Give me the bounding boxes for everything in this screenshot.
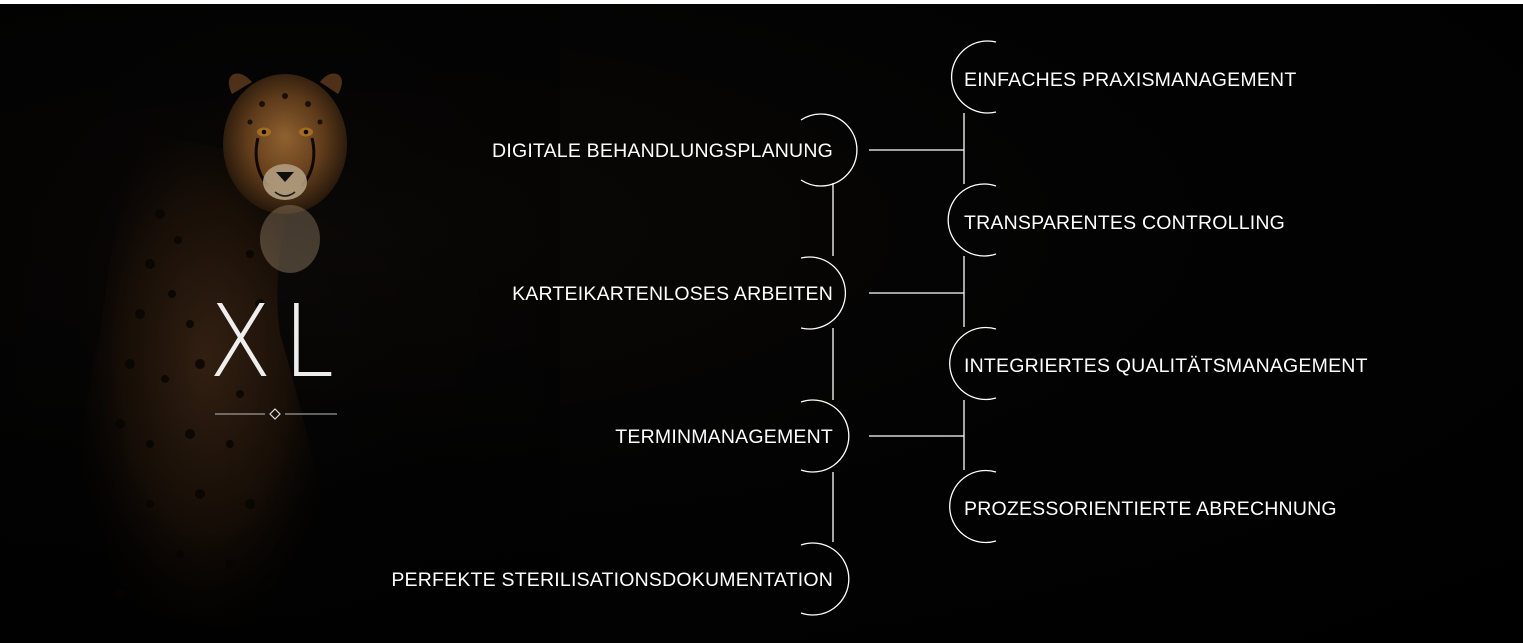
diamond-divider-icon bbox=[215, 408, 337, 420]
right-item-label: TRANSPARENTES CONTROLLING bbox=[964, 212, 1286, 234]
left-node-arc bbox=[800, 113, 858, 187]
right-node-arc bbox=[949, 469, 997, 544]
left-item-label: TERMINMANAGEMENT bbox=[615, 426, 833, 448]
dark-banner: XL bbox=[0, 4, 1523, 643]
left-item-label: KARTEIKARTENLOSES ARBEITEN bbox=[512, 283, 833, 305]
left-item-label: DIGITALE BEHANDLUNGSPLANUNG bbox=[492, 140, 833, 162]
right-item-label: EINFACHES PRAXISMANAGEMENT bbox=[964, 69, 1297, 91]
left-node-arc bbox=[800, 256, 846, 330]
left-node-arc bbox=[800, 399, 850, 473]
xl-logo: XL bbox=[203, 292, 348, 432]
right-node-arc bbox=[947, 183, 997, 257]
right-node-arc bbox=[949, 326, 997, 401]
right-item-label: INTEGRIERTES QUALITÄTSMANAGEMENT bbox=[964, 355, 1368, 377]
right-node-arc bbox=[951, 40, 997, 114]
left-item-label: PERFEKTE STERILISATIONSDOKUMENTATION bbox=[391, 569, 833, 591]
logo-text: XL bbox=[208, 283, 346, 400]
cheetah-illustration bbox=[0, 4, 560, 643]
right-item-label: PROZESSORIENTIERTE ABRECHNUNG bbox=[964, 498, 1337, 520]
left-node-arc bbox=[800, 542, 850, 616]
connector-diagram bbox=[800, 40, 997, 616]
